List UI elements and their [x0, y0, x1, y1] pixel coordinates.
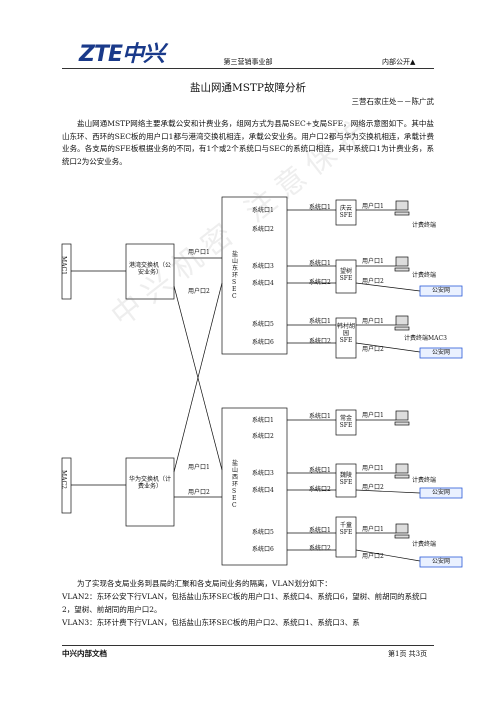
- sec-west-sys4: 系统口4: [252, 487, 274, 494]
- sfe-qiantong-box: [335, 516, 357, 558]
- switch1-box: [125, 243, 175, 300]
- sec-east-sys4: 系统口4: [252, 280, 274, 287]
- footer-divider: [62, 645, 434, 646]
- terminal-label-3: 计费终端MAC3: [404, 335, 447, 342]
- sfe-hancun-box: [335, 317, 357, 359]
- police-net-label-4: 公安网: [431, 558, 450, 565]
- sec-west-sys1: 系统口1: [252, 417, 274, 424]
- switch1-label: 港湾交换机（公安业务）: [128, 262, 171, 276]
- document-title: 盐山网通MSTP故障分析: [189, 82, 306, 94]
- vlan2-text: VLAN2：东环公安下行VLAN，包括盐山东环SEC板的用户口1、系统口4、系统…: [62, 592, 428, 614]
- sfe-qiantong: 千童SFE: [339, 522, 353, 536]
- sfe2-user2: 用户口2: [362, 278, 384, 285]
- sec-east-sys2: 系统口2: [252, 226, 274, 233]
- header-divider: [62, 68, 434, 69]
- header-department: 第三营销事业部: [223, 58, 273, 66]
- sfe-wangshu-box: [335, 259, 357, 294]
- switch2-box: [125, 457, 175, 527]
- sfe6-user2: 用户口2: [362, 553, 384, 560]
- intro-paragraph: 盐山网通MSTP网络主要承载公安和计费业务，组网方式为县局SEC+支局SFE，网…: [62, 119, 434, 166]
- sfe-changjin-box: [335, 409, 357, 436]
- sfe1-sys1: 系统口1: [309, 204, 331, 211]
- sfe6-user1: 用户口1: [362, 526, 384, 533]
- sec-west-sys6: 系统口6: [252, 546, 274, 553]
- vlan3-text: VLAN3：东环计费下行VLAN，包括盐山东环SEC板的用户口2、系统口1、系统…: [62, 618, 360, 627]
- sfe-qingyun-box: [335, 199, 357, 226]
- sfe5-sys1: 系统口1: [309, 467, 331, 474]
- terminal-label-2: 计费终端: [412, 272, 437, 279]
- sec-east-box: [221, 196, 288, 355]
- sfe6-sys1: 系统口1: [309, 527, 331, 534]
- sec-east-sys1: 系统口1: [252, 207, 274, 214]
- sec-east-sys5: 系统口5: [252, 321, 274, 328]
- sfe5-user2: 用户口2: [362, 484, 384, 491]
- sfe3-user2: 用户口2: [362, 346, 384, 353]
- mac1-label: MAC1: [60, 256, 67, 275]
- police-net-3: [419, 487, 463, 499]
- sec-west-sys2: 系统口2: [252, 433, 274, 440]
- terminal-label-1: 计费终端: [412, 222, 437, 229]
- sw2-user-port2: 用户口2: [188, 489, 210, 496]
- police-net-label-1: 公安网: [431, 287, 450, 294]
- switch2-label: 华为交换机（计费业务）: [128, 476, 171, 490]
- sfe1-user1: 用户口1: [362, 203, 384, 210]
- sec-west-box: [221, 407, 288, 566]
- document-author: 三营石家庄处－－陈广武: [351, 97, 435, 106]
- sfe4-user1: 用户口1: [362, 412, 384, 419]
- sw2-user-port1: 用户口1: [188, 464, 210, 471]
- police-net-label-3: 公安网: [431, 489, 450, 496]
- terminal-label-6: 计费终端: [412, 541, 437, 548]
- sec-east-label: 盐山东环SEC: [232, 251, 239, 300]
- sfe-wangshu: 望树SFE: [339, 268, 353, 282]
- mac2-label: MAC2: [60, 470, 67, 489]
- sfe3-user1: 用户口1: [362, 318, 384, 325]
- sfe5-sys2: 系统口2: [309, 486, 331, 493]
- police-net-2: [419, 347, 463, 359]
- police-net-1: [419, 285, 463, 297]
- header-classification: 内部公开▲: [382, 58, 416, 66]
- police-net-4: [419, 556, 463, 568]
- mac2-box: [61, 457, 72, 514]
- footer-label: 中兴内部文档: [62, 649, 107, 658]
- sec-east-sys6: 系统口6: [252, 339, 274, 346]
- sfe4-sys1: 系统口1: [309, 413, 331, 420]
- sfe3-sys1: 系统口1: [309, 318, 331, 325]
- sfe-changjin: 常金SFE: [339, 415, 353, 429]
- police-net-label-2: 公安网: [431, 349, 450, 356]
- sfe6-sys2: 系统口2: [309, 545, 331, 552]
- sec-west-sys3: 系统口3: [252, 470, 274, 477]
- sw1-user-port1: 用户口1: [188, 249, 210, 256]
- sec-west-sys5: 系统口5: [252, 529, 274, 536]
- terminal-label-5: 计费终端: [412, 477, 437, 484]
- sfe-qingyun: 庆云SFE: [339, 205, 353, 219]
- sfe-weiling-box: [335, 463, 357, 498]
- sfe2-user1: 用户口1: [362, 258, 384, 265]
- sfe5-user1: 用户口1: [362, 465, 384, 472]
- page-number: 第1页 共3页: [388, 650, 428, 658]
- sfe-weiling: 魏陵SFE: [339, 472, 353, 486]
- sfe2-sys2: 系统口2: [309, 279, 331, 286]
- sfe2-sys1: 系统口1: [309, 260, 331, 267]
- sw1-user-port2: 用户口2: [188, 288, 210, 295]
- sec-east-sys3: 系统口3: [252, 263, 274, 270]
- sfe-hancun: 韩村胡园SFE: [337, 323, 356, 344]
- zte-logo: ZTE中兴: [79, 42, 165, 67]
- sfe3-sys2: 系统口2: [309, 338, 331, 345]
- vlan-intro: 为了实现各支局业务到县局的汇聚和各支局间业务的隔离，VLAN划分如下：: [77, 579, 332, 588]
- sec-west-label: 盐山西环SEC: [232, 460, 239, 509]
- mac1-box: [61, 243, 72, 300]
- computer-icon: [394, 200, 410, 539]
